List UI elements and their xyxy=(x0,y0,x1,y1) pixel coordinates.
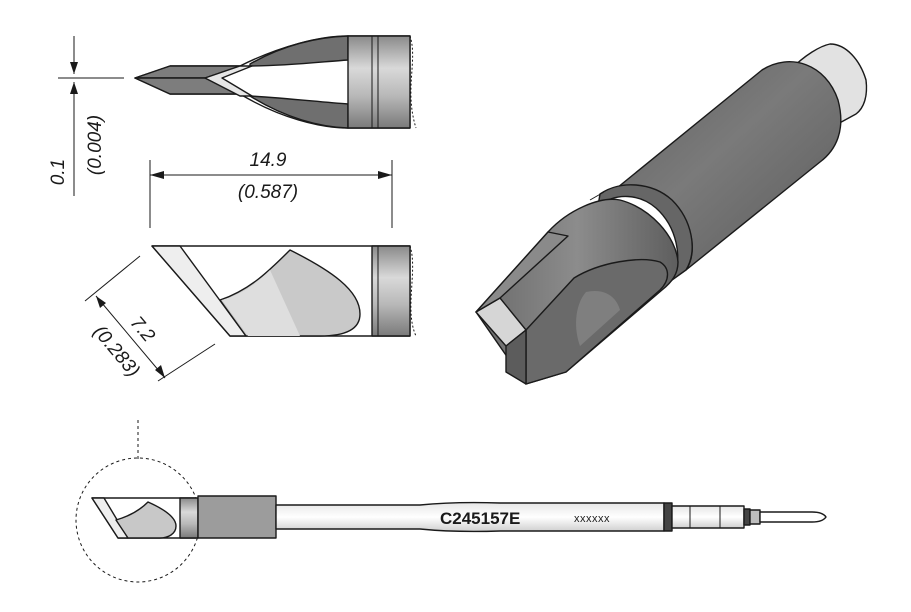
cartridge-pin xyxy=(759,511,827,523)
isometric-view xyxy=(475,43,868,385)
cartridge-connector xyxy=(749,509,761,525)
top-view-upper-dark xyxy=(249,35,349,67)
iso-collar xyxy=(597,184,693,281)
iso-tip-top xyxy=(475,231,569,313)
cartridge-dark-ring-1 xyxy=(663,502,673,532)
full-cartridge: C245157E xxxxxx xyxy=(91,495,827,539)
side-view-break-line xyxy=(409,245,417,337)
length-in-label: (0.587) xyxy=(238,182,298,203)
part-number-label: C245157E xyxy=(440,509,520,528)
cartridge-grip xyxy=(197,495,277,539)
top-view xyxy=(134,35,417,129)
cartridge-tip-facet xyxy=(115,501,177,539)
iso-bevel-highlight xyxy=(576,290,620,346)
iso-tip-front xyxy=(505,329,527,385)
side-view xyxy=(151,245,417,337)
width-mm-label: 7.2 xyxy=(126,313,159,347)
cartridge-rear-tube xyxy=(671,505,745,529)
side-view-facet-light xyxy=(222,270,300,336)
top-view-break-line xyxy=(409,35,417,129)
length-dimension: 14.9 (0.587) xyxy=(149,150,393,228)
cartridge-tip-barrel xyxy=(179,497,199,539)
cartridge-dark-ring-2 xyxy=(743,508,751,526)
thickness-in-label: (0.004) xyxy=(85,115,106,175)
thickness-dimension: 0.1 (0.004) xyxy=(48,36,124,196)
thickness-mm-label: 0.1 xyxy=(48,159,69,185)
serial-placeholder-label: xxxxxx xyxy=(574,513,610,525)
length-mm-label: 14.9 xyxy=(250,150,287,171)
top-view-chevron xyxy=(204,65,253,97)
top-view-barrel xyxy=(347,35,411,129)
